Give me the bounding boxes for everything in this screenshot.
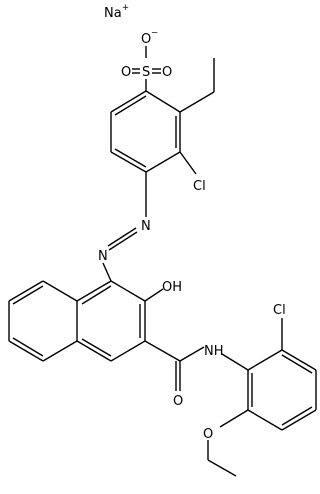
- ethyl-bonds: [179, 58, 215, 113]
- sulfonate-oxygen-left: O: [121, 65, 131, 80]
- oxygen-anion-charge: −: [151, 28, 158, 38]
- hydroxyl-label: OH: [162, 280, 182, 295]
- hydroxyl-bond: [144, 288, 164, 302]
- sodium-charge: +: [122, 3, 129, 13]
- ring-chlorine-label: Cl: [193, 179, 206, 194]
- naphthalene-bonds: [8, 280, 146, 362]
- benzene-ring-a-bonds: [110, 90, 181, 173]
- azo-nitrogen-lower: N: [98, 249, 108, 264]
- carbonyl-oxygen-label: O: [173, 394, 183, 409]
- sulfonate-oxygen-right: O: [162, 65, 172, 80]
- azo-nitrogen-upper: N: [141, 219, 151, 234]
- phenyl-ring-b-bonds: [221, 349, 317, 431]
- ring-a-chlorine-bond: [179, 151, 197, 175]
- phenyl-substituent-bonds: [207, 318, 283, 477]
- phenyl-chlorine-label: Cl: [273, 303, 286, 318]
- amide-bonds: [144, 340, 205, 391]
- ether-oxygen-label: O: [203, 427, 213, 442]
- amide-nh-label: NH: [204, 344, 224, 359]
- sulfonate-bonds: [132, 46, 161, 91]
- atom-labels: Na + O − S O O Cl N N OH NH O Cl O: [98, 3, 286, 442]
- sodium-label: Na: [104, 6, 122, 21]
- sulfur-label: S: [142, 65, 150, 80]
- azo-bonds: [102, 172, 147, 282]
- sulfonate-oxygen-anion: O: [141, 32, 151, 47]
